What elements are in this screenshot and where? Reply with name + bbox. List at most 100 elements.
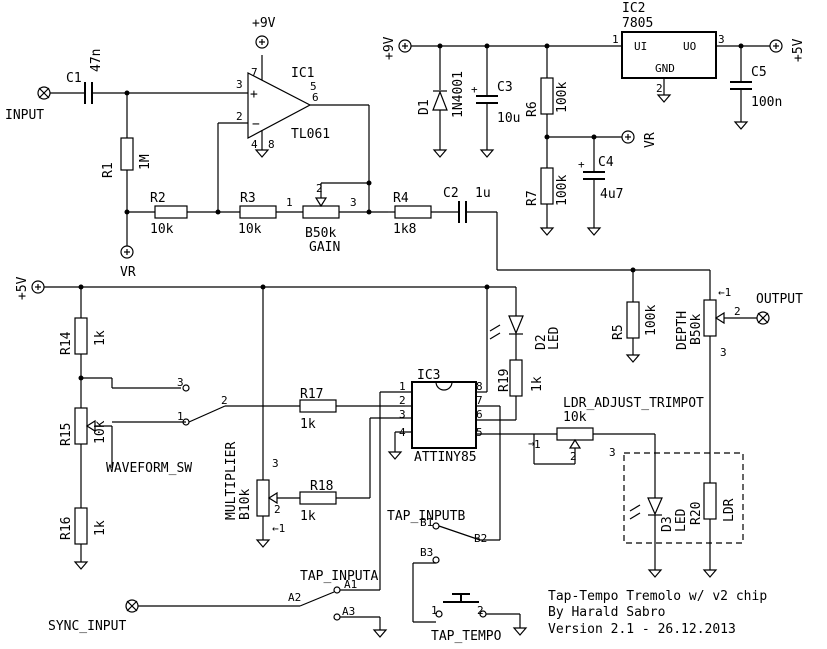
- svg-text:8: 8: [476, 380, 483, 393]
- tap-inputb-label: TAP_INPUTB: [387, 509, 465, 524]
- regulator-ic2: [621, 31, 717, 79]
- depth-value: B50k: [689, 314, 704, 345]
- resistor-r1: [120, 137, 134, 171]
- svg-text:←1: ←1: [272, 522, 285, 535]
- r7-label: R7: [525, 190, 540, 206]
- r2-value: 10k: [150, 222, 174, 237]
- svg-text:3: 3: [350, 196, 357, 209]
- ic3-value: ATTINY85: [414, 450, 477, 465]
- ldr-r20: [703, 482, 717, 520]
- plus9v-label: +9V: [252, 16, 276, 31]
- vr-label: VR: [120, 265, 136, 280]
- a2-label: A2: [288, 591, 301, 604]
- plus5v-psu-label: +5V: [791, 38, 806, 62]
- c5-value: 100n: [751, 95, 782, 110]
- b1-label: B1: [420, 516, 433, 529]
- r19-label: R19: [497, 369, 512, 392]
- r19-value: 1k: [530, 376, 545, 392]
- svg-text:6: 6: [476, 408, 483, 421]
- title-line-3: Version 2.1 - 26.12.2013: [548, 622, 736, 637]
- multiplier-value: B10k: [238, 489, 253, 520]
- c4-value: 4u7: [600, 187, 623, 202]
- ldr-adjust-trimpot[interactable]: [556, 427, 594, 441]
- r14-value: 1k: [93, 330, 108, 346]
- plus9v-terminal-ic1: [255, 35, 269, 49]
- svg-text:2: 2: [274, 503, 281, 516]
- capacitor-c2: [458, 201, 467, 223]
- tap-inputa-switch[interactable]: [299, 586, 341, 621]
- plus9v-psu-label: +9V: [382, 36, 397, 60]
- a3-label: A3: [342, 605, 355, 618]
- multiplier-pot[interactable]: [256, 479, 270, 517]
- r3-value: 10k: [238, 222, 262, 237]
- svg-text:6: 6: [312, 91, 319, 104]
- waveform-label: WAVEFORM_SW: [106, 461, 192, 476]
- svg-text:1: 1: [399, 380, 406, 393]
- d2-label: D2: [534, 334, 549, 350]
- svg-text:+: +: [578, 158, 585, 171]
- r6-value: 100k: [555, 82, 570, 113]
- r5-label: R5: [611, 324, 626, 340]
- c3-label: C3: [497, 80, 513, 95]
- d3-value: LED: [674, 508, 689, 532]
- multiplier-label: MULTIPLIER: [224, 442, 239, 520]
- resistor-r2: [154, 205, 188, 219]
- svg-text:3: 3: [720, 346, 727, 359]
- a1-label: A1: [344, 578, 357, 591]
- svg-text:3: 3: [609, 446, 616, 459]
- vr-psu-label: VR: [643, 132, 658, 148]
- diode-d1: [432, 90, 448, 111]
- ic2-label: IC2: [622, 1, 645, 16]
- svg-text:2: 2: [399, 394, 406, 407]
- r20-value: LDR: [722, 498, 737, 522]
- svg-text:−: −: [252, 117, 260, 132]
- r7-value: 100k: [555, 175, 570, 206]
- tap-inputb-switch[interactable]: [432, 522, 481, 564]
- svg-text:1: 1: [286, 196, 293, 209]
- r18-label: R18: [310, 479, 333, 494]
- waveform-switch[interactable]: [182, 384, 226, 426]
- c1-label: C1: [66, 71, 82, 86]
- svg-text:+: +: [250, 87, 258, 102]
- c3-value: 10u: [497, 111, 520, 126]
- svg-text:3: 3: [399, 408, 406, 421]
- svg-text:3: 3: [177, 376, 184, 389]
- r20-label: R20: [689, 502, 704, 525]
- sync-input-jack: [125, 599, 139, 613]
- svg-text:+: +: [471, 83, 478, 96]
- ldr-trimpot-label: LDR_ADJUST_TRIMPOT: [563, 396, 704, 411]
- r4-label: R4: [393, 191, 409, 206]
- svg-text:2: 2: [656, 82, 663, 95]
- r18-value: 1k: [300, 509, 316, 524]
- d3-label: D3: [660, 516, 675, 532]
- vr-terminal-psu: [621, 130, 635, 144]
- vr-terminal: [120, 245, 134, 259]
- input-jack: [37, 86, 51, 100]
- resistor-r5: [626, 301, 640, 339]
- resistor-r6: [540, 77, 554, 115]
- r5-value: 100k: [644, 305, 659, 336]
- ui-pin: UI: [634, 40, 647, 53]
- r16-label: R16: [59, 517, 74, 540]
- r1-value: 1M: [138, 154, 153, 170]
- output-label: OUTPUT: [756, 292, 803, 307]
- plus5v-label: +5V: [15, 276, 30, 300]
- optocoupler-box: [623, 452, 744, 544]
- uo-pin: UO: [683, 40, 696, 53]
- resistor-r7: [540, 167, 554, 205]
- svg-text:8: 8: [268, 138, 275, 151]
- title-line-1: Tap-Tempo Tremolo w/ v2 chip: [548, 589, 767, 604]
- c1-value: 47n: [89, 49, 104, 72]
- gain-pot: [302, 205, 340, 219]
- resistor-r14: [74, 317, 88, 355]
- r14-label: R14: [59, 331, 74, 355]
- tap-tempo-label: TAP_TEMPO: [431, 629, 502, 644]
- r6-label: R6: [525, 101, 540, 117]
- input-label: INPUT: [5, 108, 44, 123]
- r1-label: R1: [101, 162, 116, 178]
- svg-text:2: 2: [221, 394, 228, 407]
- ic1-value: TL061: [291, 127, 330, 142]
- svg-text:5: 5: [310, 80, 317, 93]
